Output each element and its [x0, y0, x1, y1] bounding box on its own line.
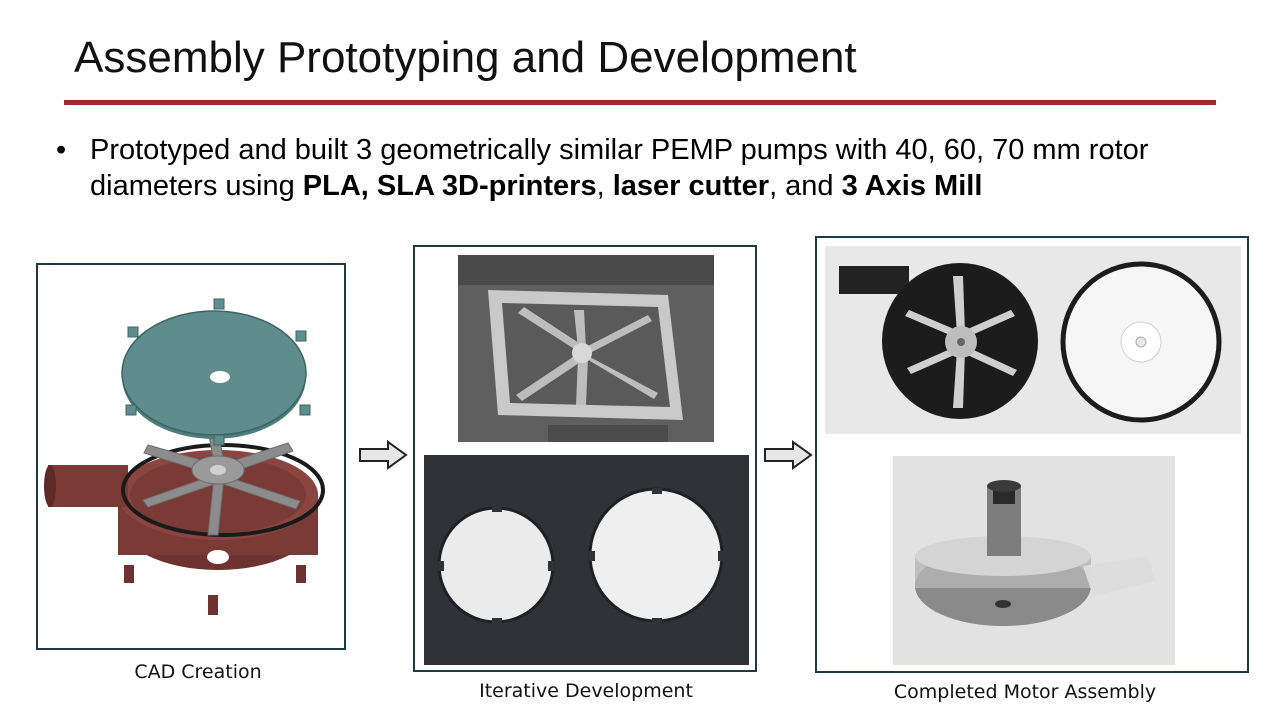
cad-panel [36, 263, 346, 650]
caption-completed-motor-assembly: Completed Motor Assembly [893, 681, 1157, 703]
bullet-text-1: Prototyped and built 3 geometrically sim… [90, 134, 1149, 202]
bullet-bold-mill: 3 Axis Mill [841, 170, 983, 202]
title-underline [64, 100, 1216, 105]
right-arrow-icon [764, 440, 813, 470]
laser-cut-discs-photo [424, 455, 749, 665]
milled-aluminum-photo [458, 255, 714, 442]
bullet-text-3: , and [769, 170, 842, 202]
bullet-bold-printers: PLA, SLA 3D-printers [302, 170, 597, 202]
caption-cad-creation: CAD Creation [134, 661, 262, 683]
bullet-text-2: , [596, 170, 613, 202]
slide-title: Assembly Prototyping and Development [74, 33, 857, 82]
bullet-text: Prototyped and built 3 geometrically sim… [90, 132, 1220, 204]
cad-exploded-render [44, 298, 325, 615]
bullet-marker: • [56, 134, 67, 166]
assembly-parts-photo [825, 246, 1241, 434]
assembled-pump-photo [893, 456, 1175, 665]
iterative-development-panel [413, 245, 757, 672]
caption-iterative-development: Iterative Development [479, 680, 693, 702]
completed-assembly-panel [815, 236, 1249, 673]
bullet-bold-laser: laser cutter [612, 170, 770, 202]
right-arrow-icon [359, 440, 408, 470]
